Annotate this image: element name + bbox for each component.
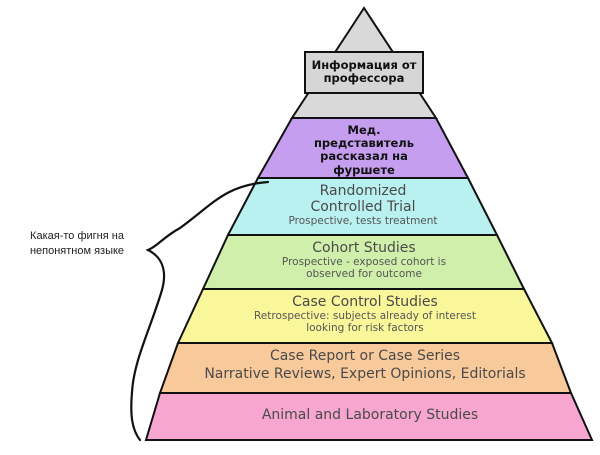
level-cohort-title: Cohort Studies (312, 240, 416, 256)
level-case-control-label: Case Control Studies Retrospective: subj… (220, 294, 510, 334)
level-cohort-label: Cohort Studies Prospective - exposed coh… (246, 240, 482, 280)
level-rct-subtitle: Prospective, tests treatment (288, 215, 438, 228)
curly-brace (130, 180, 270, 442)
level-cohort-subtitle: Prospective - exposed cohort is observed… (281, 256, 447, 281)
side-note: Какая-то фигня на непонятном языке (29, 230, 125, 257)
top-box (304, 51, 424, 94)
level-animal-lab-title: Animal and Laboratory Studies (261, 407, 479, 423)
level-animal-lab-label: Animal and Laboratory Studies (160, 407, 580, 423)
level-case-control-title: Case Control Studies (292, 294, 438, 310)
level-case-report-label: Case Report or Case Series Narrative Rev… (170, 348, 560, 382)
level-rct-label: Randomized Controlled Trial Prospective,… (250, 183, 476, 227)
top-box-label: Информация от профессора (311, 58, 417, 86)
level-case-report-title: Case Report or Case Series (269, 348, 461, 364)
level-case-report-subtitle: Narrative Reviews, Expert Opinions, Edit… (204, 366, 526, 383)
level-rct-title: Randomized Controlled Trial (310, 183, 416, 216)
level-med-rep-label: Мед. представитель рассказал на фуршете (313, 123, 414, 177)
level-animal-lab-shape (144, 392, 594, 441)
level-case-control-subtitle: Retrospective: subjects already of inter… (253, 310, 477, 335)
